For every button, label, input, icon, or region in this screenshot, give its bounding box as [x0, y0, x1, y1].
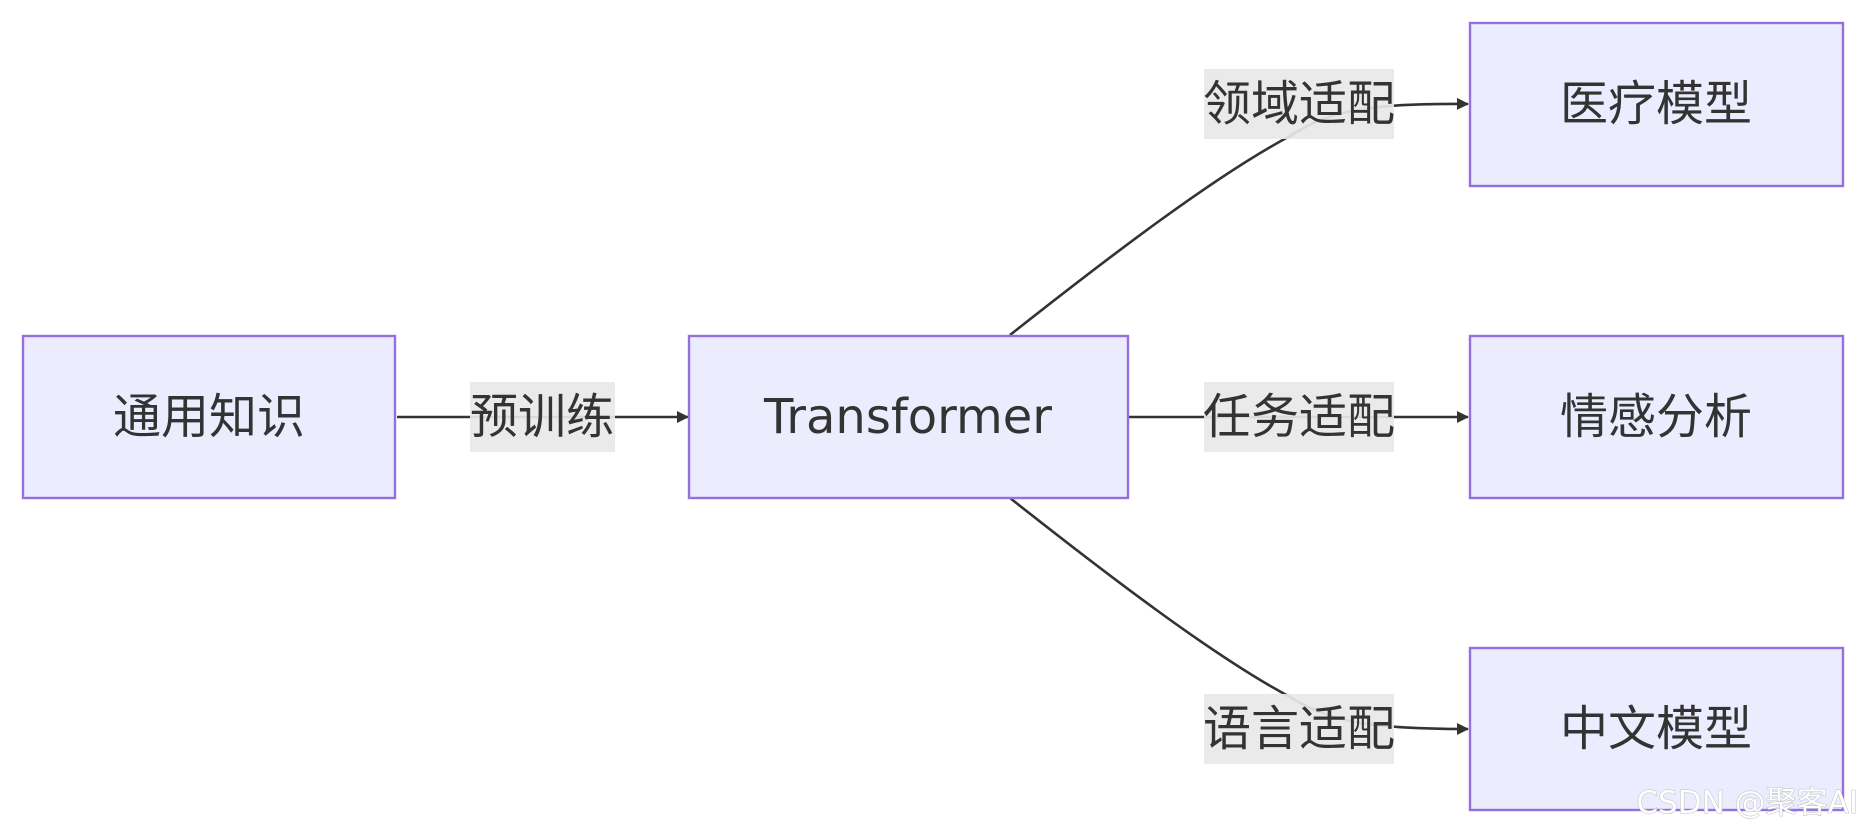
edge-label-domain-adaptation: 领域适配 [1203, 69, 1395, 139]
node-medical-model[interactable]: 医疗模型 [1468, 21, 1845, 188]
edge-label-pretraining-text: 预训练 [470, 389, 614, 445]
node-medical-model-label: 医疗模型 [1560, 76, 1752, 132]
node-general-knowledge[interactable]: 通用知识 [21, 334, 397, 500]
edge-label-domain-adaptation-text: 领域适配 [1203, 76, 1395, 132]
edge-labels: 预训练 领域适配 任务适配 语言适配 [470, 69, 1395, 764]
edge-label-language-adaptation: 语言适配 [1203, 694, 1395, 764]
watermark-text: CSDN @聚客AI [1636, 785, 1858, 821]
node-sentiment-analysis-label: 情感分析 [1560, 389, 1752, 445]
edge-label-language-adaptation-text: 语言适配 [1203, 701, 1395, 757]
node-sentiment-analysis[interactable]: 情感分析 [1468, 334, 1845, 500]
node-transformer[interactable]: Transformer [687, 334, 1130, 500]
node-general-knowledge-label: 通用知识 [113, 389, 305, 445]
nodes: 通用知识 Transformer 医疗模型 情感分析 中文模型 [21, 21, 1845, 812]
edge-label-pretraining: 预训练 [470, 382, 615, 452]
node-chinese-model-label: 中文模型 [1560, 701, 1752, 757]
edge-label-task-adaptation: 任务适配 [1203, 382, 1395, 452]
edge-label-task-adaptation-text: 任务适配 [1203, 389, 1395, 445]
node-transformer-label: Transformer [763, 389, 1052, 445]
node-chinese-model[interactable]: 中文模型 [1468, 646, 1845, 812]
